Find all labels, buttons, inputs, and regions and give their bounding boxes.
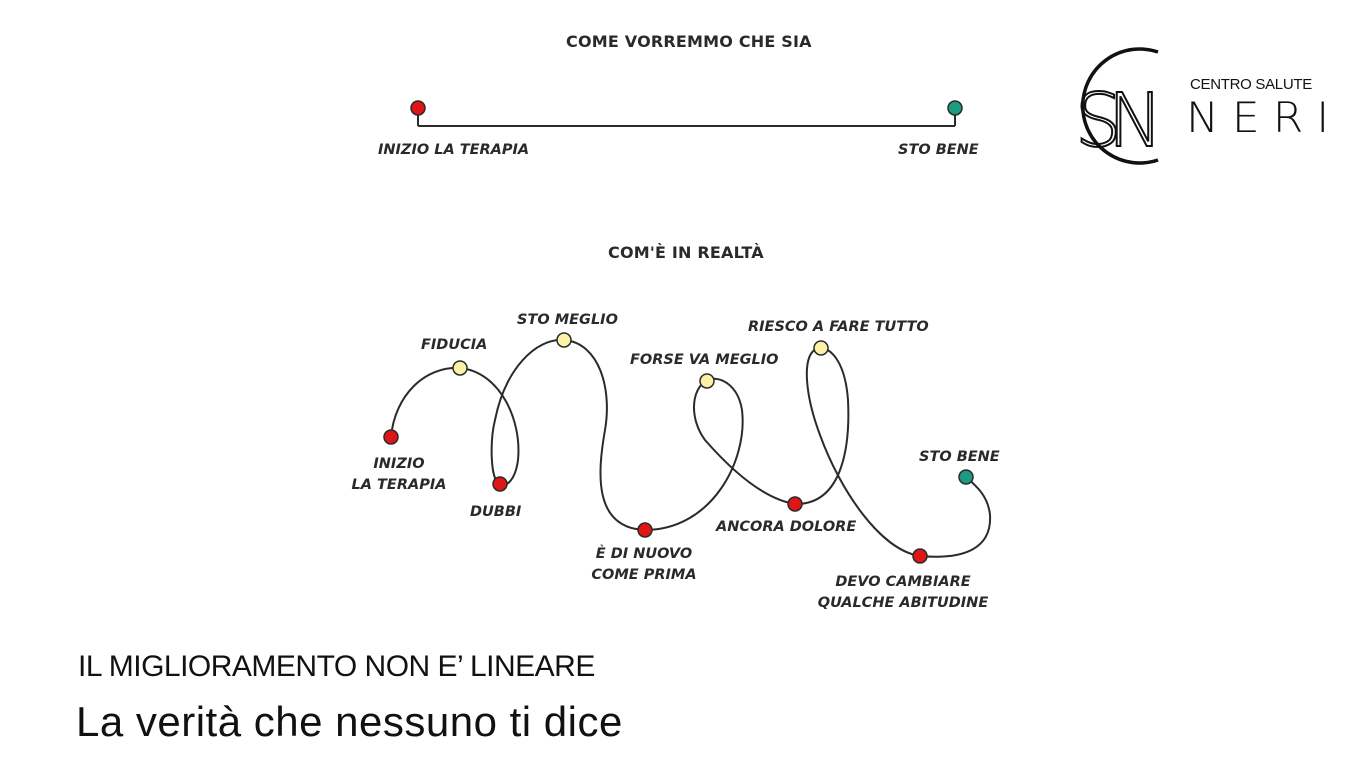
reality-dot-sto-bene	[958, 469, 974, 485]
label-sto-bene: STO BENE	[919, 449, 1000, 465]
label-sto-meglio: STO MEGLIO	[517, 312, 618, 328]
page-title: IL MIGLIORAMENTO NON E’ LINEARE	[78, 650, 595, 683]
label-devo: DEVO CAMBIARE QUALCHE ABITUDINE	[818, 572, 988, 614]
reality-dot-dubbi	[492, 476, 508, 492]
label-inizio-line1: INIZIO	[373, 456, 425, 472]
reality-dot-devo	[912, 548, 928, 564]
logo-monogram-icon: SN	[1074, 47, 1168, 165]
ideal-heading: COME VORREMMO CHE SIA	[566, 32, 812, 51]
reality-dot-ancora	[787, 496, 803, 512]
label-di-nuovo-line2: COME PRIMA	[591, 567, 697, 583]
label-di-nuovo-line1: È DI NUOVO	[595, 546, 693, 562]
label-fiducia: FIDUCIA	[421, 337, 488, 353]
reality-dot-fiducia	[452, 360, 468, 376]
label-riesco: RIESCO A FARE TUTTO	[748, 319, 929, 335]
logo-monogram-text: SN	[1075, 78, 1153, 164]
label-devo-line2: QUALCHE ABITUDINE	[817, 595, 989, 611]
ideal-path	[410, 100, 963, 127]
reality-dot-inizio	[383, 429, 399, 445]
label-devo-line1: DEVO CAMBIARE	[835, 574, 971, 590]
page-subtitle: La verità che nessuno ti dice	[76, 698, 623, 745]
reality-dot-di-nuovo	[637, 522, 653, 538]
logo-line1: CENTRO SALUTE	[1190, 76, 1312, 93]
ideal-end-label: STO BENE	[898, 142, 979, 158]
label-dubbi: DUBBI	[470, 504, 522, 520]
label-forse: FORSE VA MEGLIO	[630, 352, 779, 368]
reality-dot-forse	[699, 373, 715, 389]
label-inizio-line2: LA TERAPIA	[351, 477, 447, 493]
reality-dot-riesco	[813, 340, 829, 356]
label-inizio: INIZIO LA TERAPIA	[352, 454, 447, 496]
reality-dot-sto-meglio	[556, 332, 572, 348]
logo-line2: NERI	[1186, 94, 1343, 143]
ideal-start-dot	[410, 100, 426, 116]
label-di-nuovo: È DI NUOVO COME PRIMA	[591, 544, 696, 586]
label-ancora: ANCORA DOLORE	[716, 519, 857, 535]
ideal-start-label: INIZIO LA TERAPIA	[378, 142, 530, 158]
ideal-end-dot	[947, 100, 963, 116]
reality-heading: COM'È IN REALTÀ	[608, 243, 764, 262]
reality-path	[390, 338, 992, 558]
